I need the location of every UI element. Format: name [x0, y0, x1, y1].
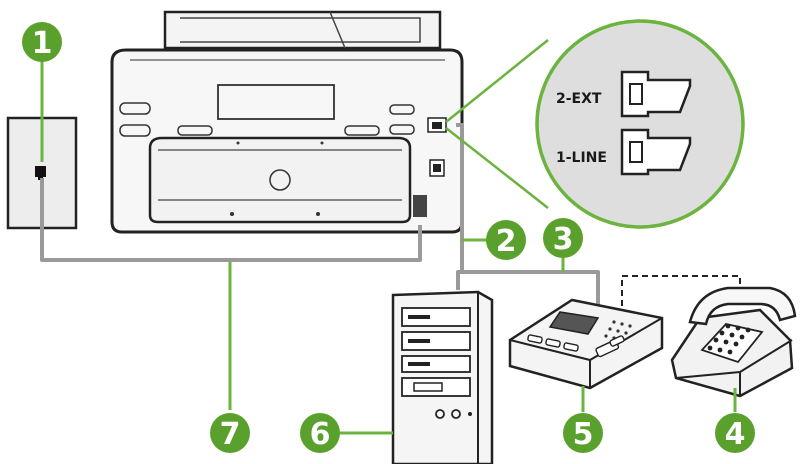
- telephone: [670, 286, 797, 398]
- phone-cables: [40, 123, 600, 306]
- svg-text:4: 4: [725, 417, 746, 452]
- ext-port-icon: [620, 70, 692, 118]
- computer-tower: [391, 290, 494, 464]
- line-port-label: 1-LINE: [556, 150, 607, 166]
- port-zoom-view: 2-EXT 1-LINE: [445, 19, 745, 229]
- line-port-icon: [620, 128, 692, 176]
- printer: [110, 10, 464, 234]
- callout-3: 3: [543, 218, 583, 258]
- callout-5: 5: [563, 413, 603, 453]
- svg-text:2: 2: [496, 224, 517, 259]
- answering-machine: [508, 298, 664, 390]
- ext-port-label: 2-EXT: [556, 91, 602, 107]
- callout-4: 4: [715, 413, 755, 453]
- callout-2: 2: [486, 220, 526, 260]
- svg-text:6: 6: [310, 417, 331, 452]
- leader-lines: [40, 60, 737, 435]
- svg-text:1: 1: [32, 26, 53, 61]
- callout-7: 7: [210, 413, 250, 453]
- svg-text:3: 3: [553, 222, 574, 257]
- printer-logo-icon: [269, 169, 291, 191]
- callout-1: 1: [22, 22, 62, 62]
- callout-6: 6: [300, 413, 340, 453]
- svg-text:7: 7: [220, 417, 241, 452]
- svg-text:5: 5: [573, 417, 594, 452]
